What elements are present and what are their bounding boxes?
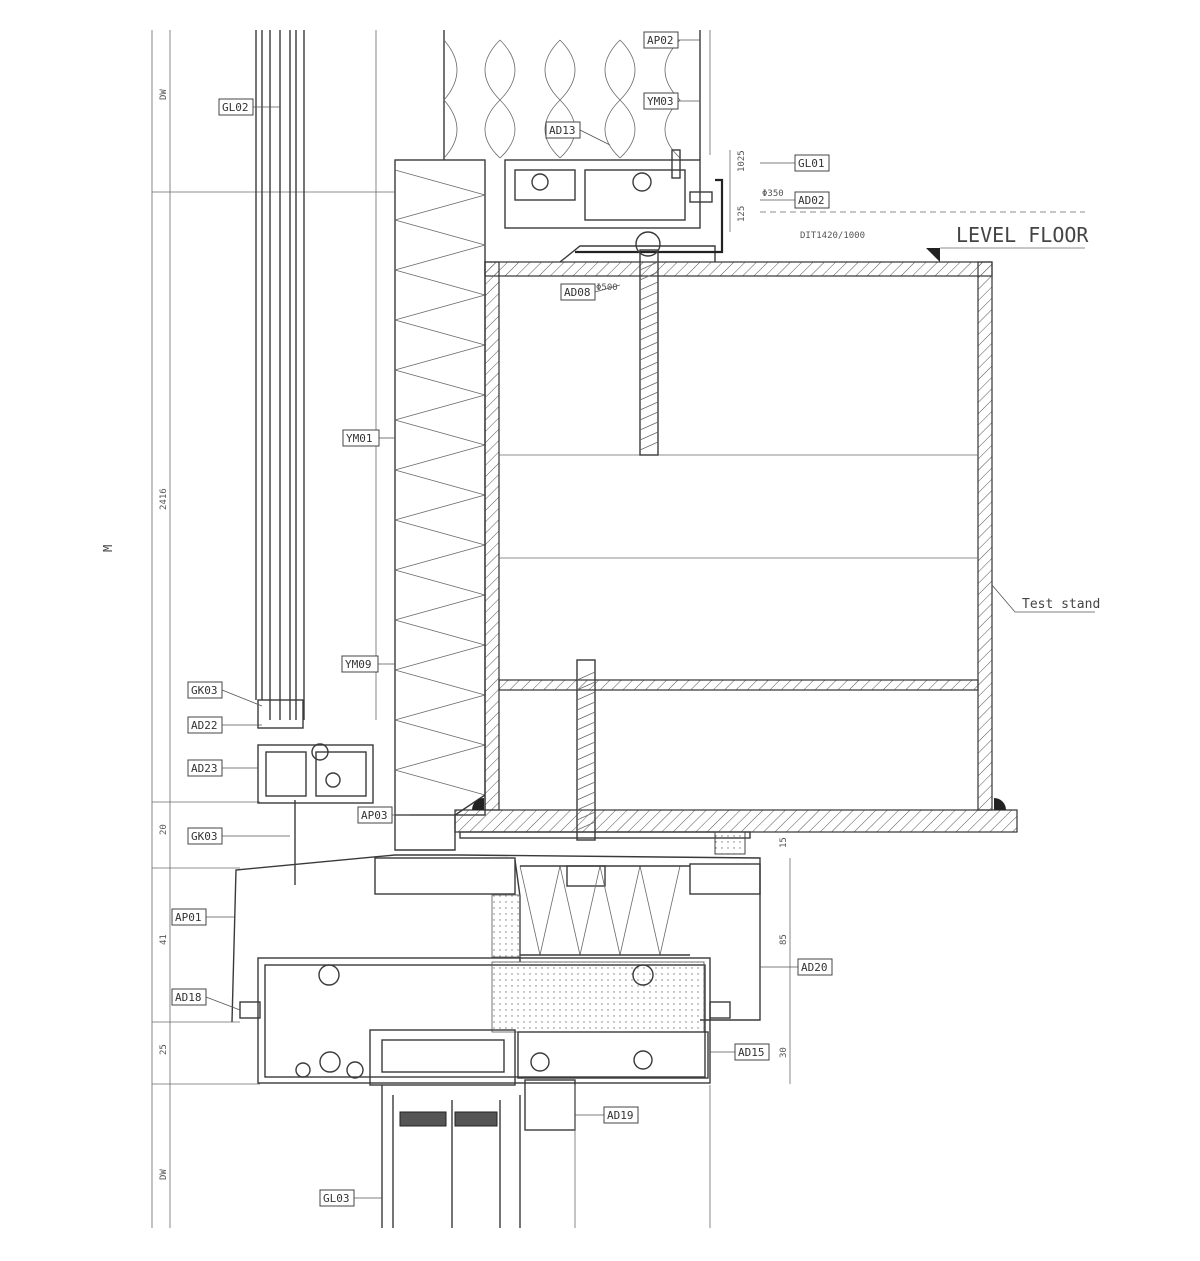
tag-ad19: AD19 xyxy=(603,1106,639,1124)
tag-ap02-top: AP02 xyxy=(643,31,679,49)
diameter-350: Φ350 xyxy=(762,189,784,199)
svg-text:GL03: GL03 xyxy=(323,1192,350,1205)
svg-text:AD23: AD23 xyxy=(191,762,218,775)
svg-text:AP02: AP02 xyxy=(647,34,674,47)
dim-125: 125 xyxy=(737,206,747,222)
diameter-500: Φ500 xyxy=(596,283,618,293)
tag-ad20: AD20 xyxy=(797,958,833,976)
tag-ym09: YM09 xyxy=(341,655,379,673)
svg-text:AD02: AD02 xyxy=(798,194,825,207)
threaded-rods xyxy=(566,249,659,887)
dim-dw-top: DW xyxy=(159,89,169,100)
dim-20: 20 xyxy=(159,824,169,835)
test-stand-box xyxy=(454,261,1018,855)
test-stand-label: Test stand xyxy=(1022,597,1100,612)
tag-ad13: AD13 xyxy=(545,121,581,139)
small-note: DIT1420/1000 xyxy=(800,231,865,241)
lower-left-frame xyxy=(257,699,374,885)
top-insulation xyxy=(443,30,711,160)
upper-glazing xyxy=(255,30,377,720)
transom-profiles xyxy=(231,854,761,1023)
lower-frame xyxy=(239,957,731,1131)
svg-text:AD08: AD08 xyxy=(564,286,591,299)
vertical-panel xyxy=(393,159,487,851)
svg-text:AD22: AD22 xyxy=(191,719,218,732)
dim-85: 85 xyxy=(779,934,789,945)
tag-ym03-top: YM03 xyxy=(643,92,679,110)
svg-text:AD19: AD19 xyxy=(607,1109,634,1122)
tag-gk03-b: GK03 xyxy=(187,827,223,845)
svg-text:YM03: YM03 xyxy=(647,95,674,108)
tag-ad23: AD23 xyxy=(187,759,223,777)
dim-1025: 1025 xyxy=(737,150,747,172)
svg-text:AP01: AP01 xyxy=(175,911,202,924)
svg-text:YM01: YM01 xyxy=(346,432,373,445)
svg-text:AD20: AD20 xyxy=(801,961,828,974)
dim-2416: 2416 xyxy=(159,488,169,510)
dim-15: 15 xyxy=(779,837,789,848)
dim-30: 30 xyxy=(779,1047,789,1058)
side-mark: M xyxy=(101,545,115,552)
tag-gl01: GL01 xyxy=(794,154,830,172)
tag-gl03: GL03 xyxy=(319,1189,355,1207)
svg-text:YM09: YM09 xyxy=(345,658,372,671)
tag-ad08: AD08 xyxy=(560,283,596,301)
tag-gl02: GL02 xyxy=(218,98,254,116)
top-bracket xyxy=(504,149,724,263)
svg-text:GK03: GK03 xyxy=(191,684,218,697)
dim-dw-bottom: DW xyxy=(159,1169,169,1180)
tag-ad22: AD22 xyxy=(187,716,223,734)
level-floor-label: LEVEL FLOOR xyxy=(956,223,1089,247)
dim-25: 25 xyxy=(159,1044,169,1055)
svg-text:AP03: AP03 xyxy=(361,809,388,822)
svg-text:GL01: GL01 xyxy=(798,157,825,170)
tag-ad02: AD02 xyxy=(794,191,830,209)
tag-ap03: AP03 xyxy=(357,806,393,824)
svg-text:AD15: AD15 xyxy=(738,1046,765,1059)
tag-ym01: YM01 xyxy=(342,429,380,447)
svg-text:GL02: GL02 xyxy=(222,101,249,114)
tag-ap01: AP01 xyxy=(171,908,207,926)
svg-text:GK03: GK03 xyxy=(191,830,218,843)
tag-ad15: AD15 xyxy=(734,1043,770,1061)
svg-text:AD13: AD13 xyxy=(549,124,576,137)
bottom-glazing xyxy=(381,1085,711,1228)
svg-text:AD18: AD18 xyxy=(175,991,202,1004)
dim-41: 41 xyxy=(159,934,169,945)
tag-gk03: GK03 xyxy=(187,681,223,699)
tag-ad18: AD18 xyxy=(171,988,207,1006)
